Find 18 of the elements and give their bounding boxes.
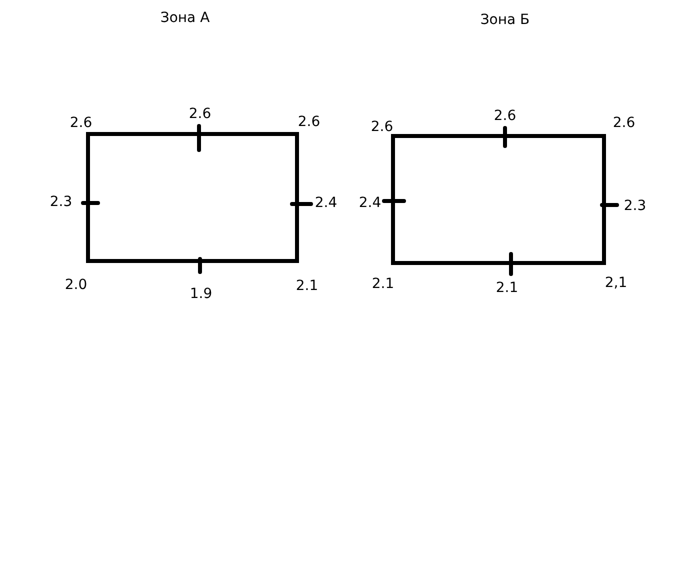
measurement-value: 2.6	[70, 115, 92, 131]
measurement-value: 2.1	[296, 278, 318, 294]
measurement-value: 2.6	[494, 108, 516, 124]
measurement-value: 2.1	[496, 280, 518, 296]
zone-title: Зона Б	[480, 12, 530, 28]
measurement-value: 2.6	[298, 114, 320, 130]
measurement-value: 2.3	[624, 198, 646, 214]
zone-title: Зона А	[160, 10, 210, 26]
measurement-value: 2.6	[612, 115, 636, 131]
measurement-value: 2.0	[64, 277, 88, 293]
measurement-value: 2,1	[604, 275, 628, 291]
measurement-value: 2.6	[188, 106, 212, 122]
measurement-value: 2.4	[358, 195, 382, 211]
measurement-value: 2.3	[50, 194, 72, 210]
measurement-value: 1.9	[190, 286, 212, 302]
measurement-value: 2.1	[372, 276, 394, 292]
measurement-value: 2.4	[314, 195, 338, 211]
measurement-value: 2.6	[370, 119, 394, 135]
